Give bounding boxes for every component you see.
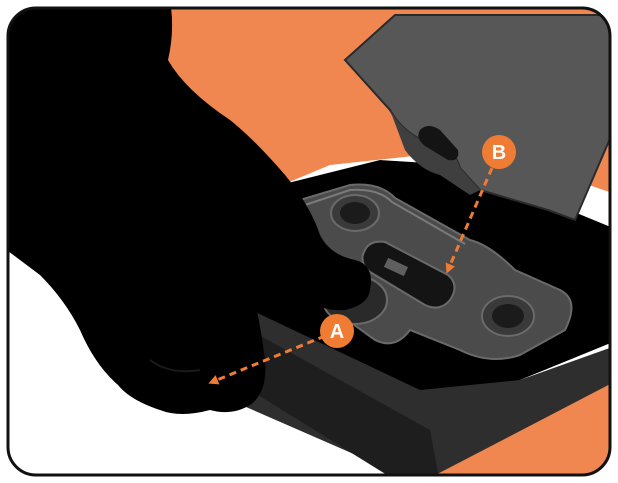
callout-a-label: A bbox=[330, 321, 344, 343]
bolt-top-left bbox=[331, 195, 379, 231]
callout-b: B bbox=[482, 135, 516, 169]
bolt-bottom-right bbox=[482, 296, 534, 336]
callout-a: A bbox=[320, 314, 354, 348]
callout-b-label: B bbox=[492, 142, 506, 164]
